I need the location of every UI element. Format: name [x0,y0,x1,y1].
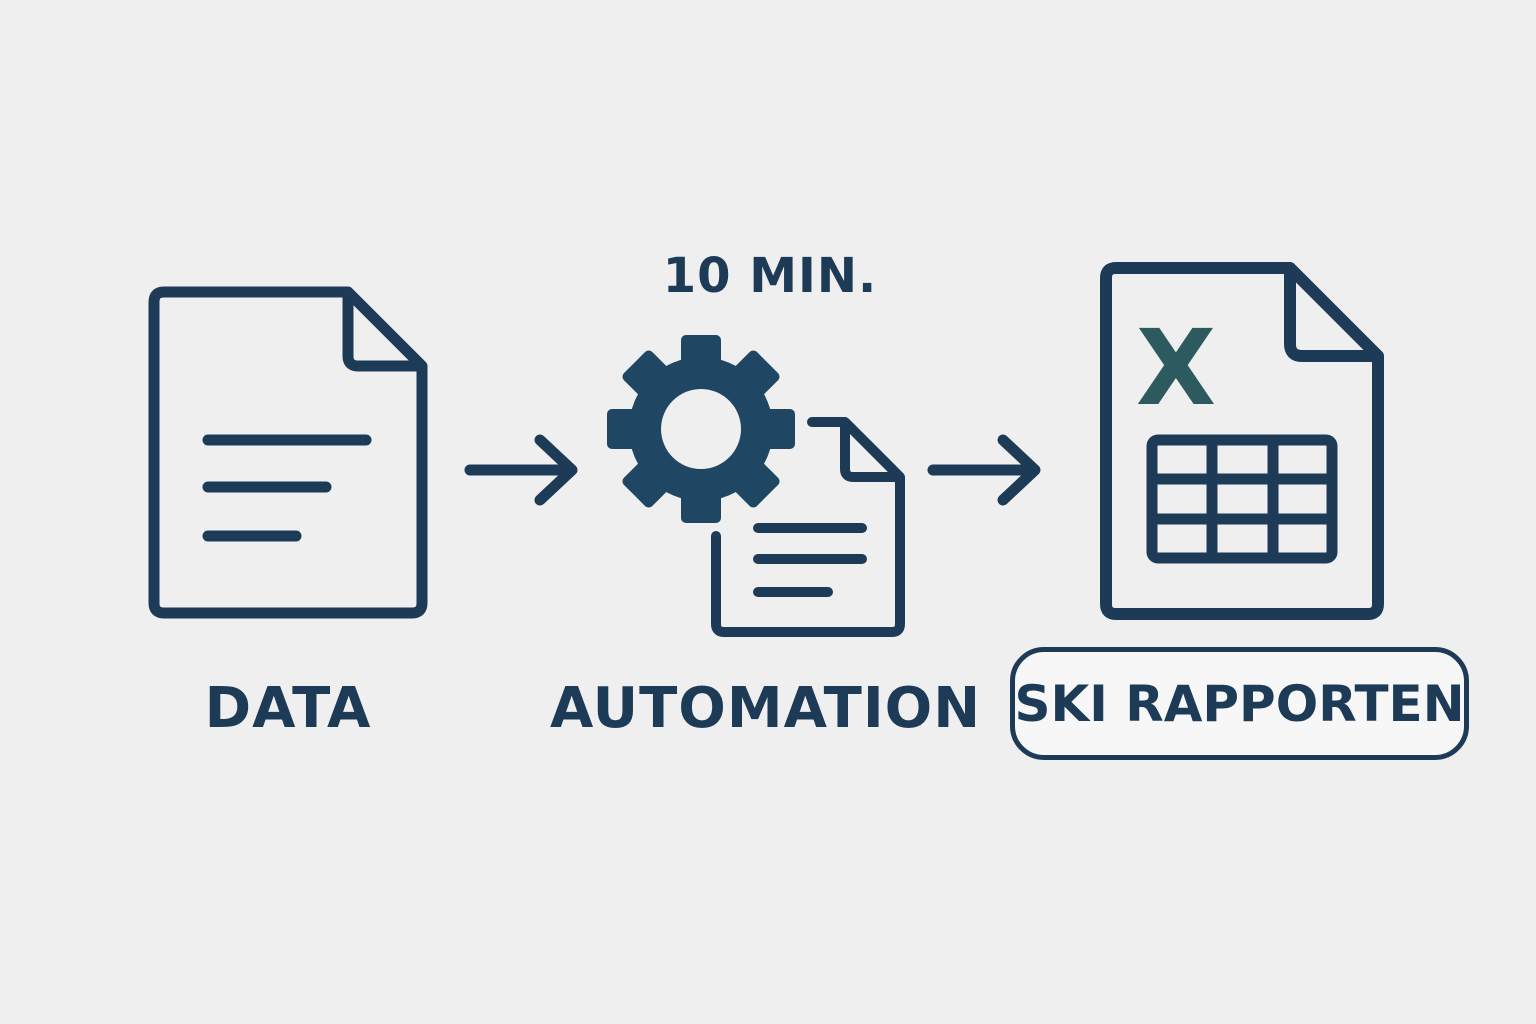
document-icon [711,417,905,637]
report-label: SKI RAPPORTEN [1014,674,1465,733]
document-icon [148,286,428,619]
gear-icon [607,335,795,523]
duration-label: 10 MIN. [662,248,878,304]
automation-label: AUTOMATION [550,676,982,741]
excel-x-letter: X [1136,307,1216,429]
report-badge: SKI RAPPORTEN [1010,647,1469,760]
spreadsheet-file-icon: X [1100,262,1384,620]
arrow-right-icon [464,434,578,506]
data-label: DATA [204,676,372,741]
arrow-right-icon [927,434,1041,506]
